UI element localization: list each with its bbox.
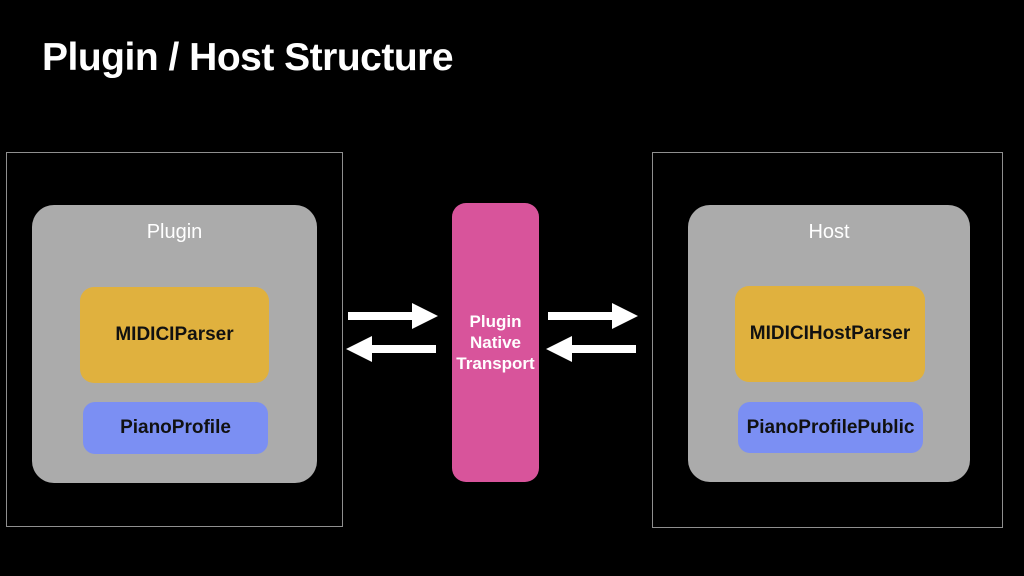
piano-profile-box: PianoProfile bbox=[83, 402, 268, 454]
transport-label-line2: Native bbox=[469, 333, 522, 352]
arrow-right-icon-transport-to-host bbox=[548, 301, 638, 331]
arrow-right-icon-plugin-to-transport bbox=[348, 301, 438, 331]
host-container: Host MIDICIHostParser PianoProfilePublic bbox=[688, 205, 970, 482]
plugin-boundary: Plugin MIDICIParser PianoProfile bbox=[6, 152, 343, 527]
plugin-native-transport-box: Plugin Native Transport bbox=[452, 203, 539, 482]
piano-profile-public-box: PianoProfilePublic bbox=[738, 402, 923, 453]
transport-label-line1: Plugin bbox=[469, 312, 522, 331]
midici-parser-box: MIDICIParser bbox=[80, 287, 269, 383]
plugin-label: Plugin bbox=[146, 221, 203, 243]
transport-label-line3: Transport bbox=[456, 354, 535, 373]
arrow-left-icon-transport-to-plugin bbox=[346, 334, 436, 364]
arrow-left-icon-host-to-transport bbox=[546, 334, 636, 364]
page-title: Plugin / Host Structure bbox=[42, 36, 454, 79]
midici-host-parser-box: MIDICIHostParser bbox=[735, 286, 925, 382]
host-boundary: Host MIDICIHostParser PianoProfilePublic bbox=[652, 152, 1003, 528]
host-label: Host bbox=[808, 221, 850, 243]
plugin-container: Plugin MIDICIParser PianoProfile bbox=[32, 205, 317, 483]
